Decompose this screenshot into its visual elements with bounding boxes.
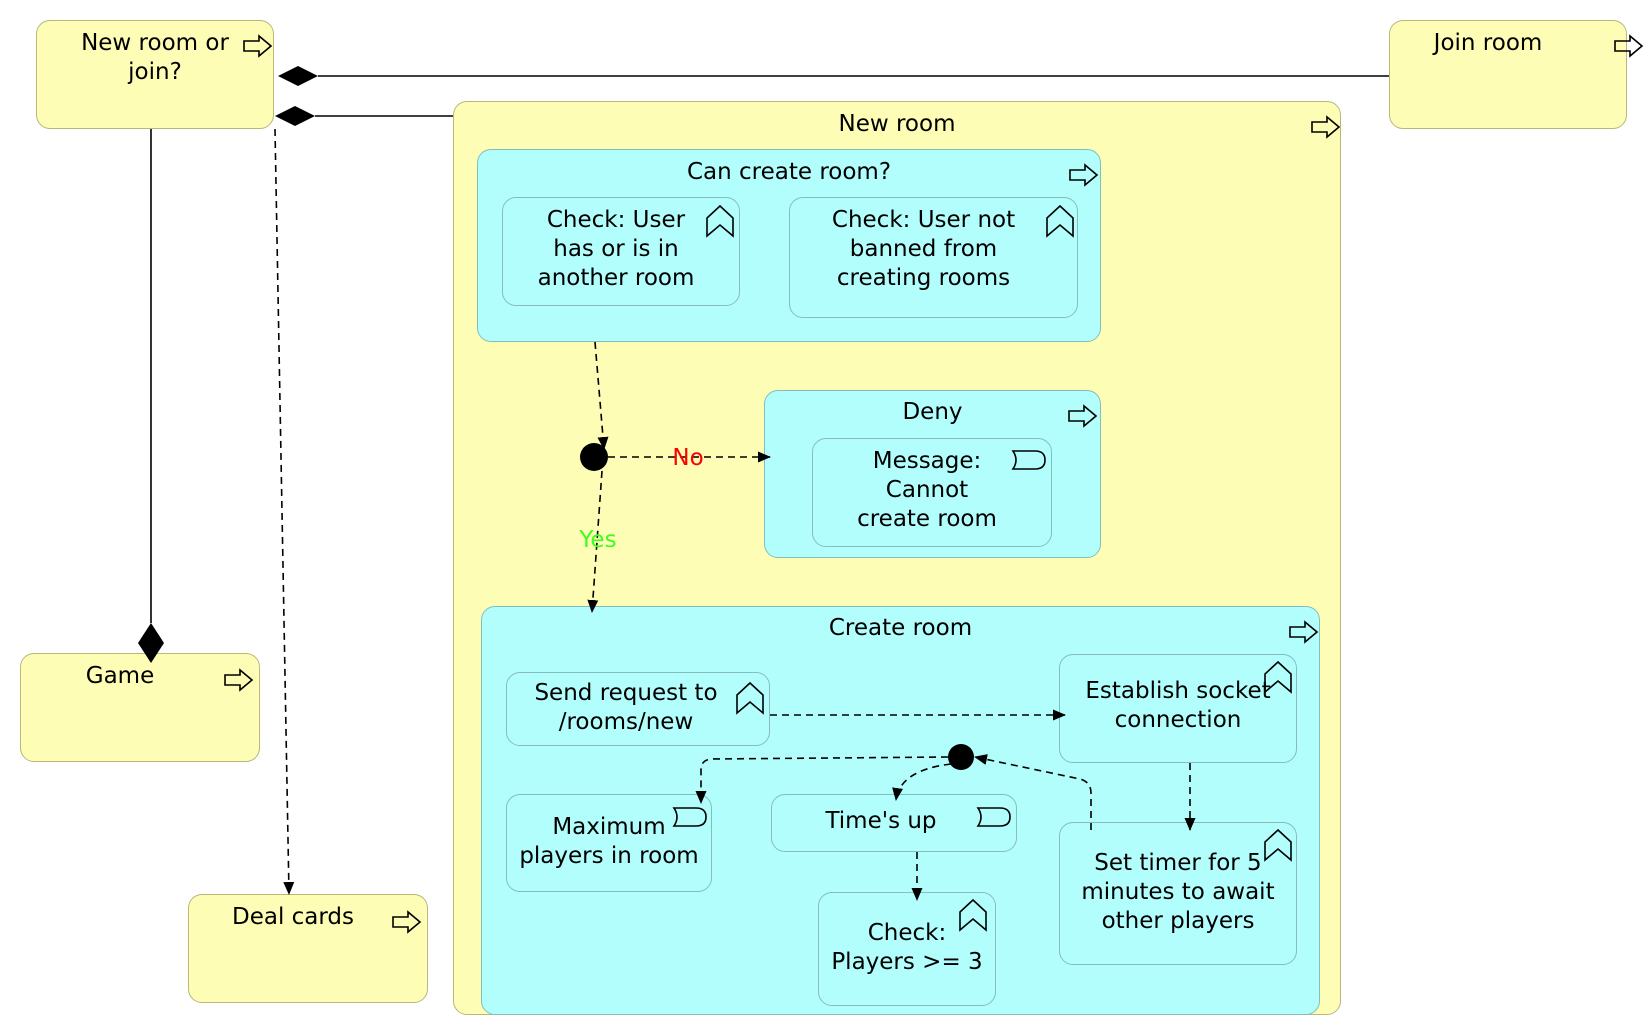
node-join-room[interactable]: Join room [1389, 20, 1627, 129]
node-label: Join room [1433, 30, 1543, 56]
node-label: Check: Players >= 3 [831, 920, 983, 975]
node-label: Check: User not banned from creating roo… [831, 207, 1016, 291]
node-game[interactable]: Game [20, 653, 260, 762]
node-label: Can create room? [686, 159, 892, 185]
node-message-cannot-create[interactable]: Message: Cannot create room [812, 438, 1052, 547]
node-set-timer[interactable]: Set timer for 5 minutes to await other p… [1059, 822, 1297, 965]
node-label: Check: User has or is in another room [537, 207, 695, 291]
node-label: New room or join? [81, 30, 229, 85]
node-label: Set timer for 5 minutes to await other p… [1081, 850, 1275, 934]
node-label: Deal cards [231, 904, 355, 930]
node-label: Send request to /rooms/new [534, 680, 718, 735]
node-check-players[interactable]: Check: Players >= 3 [818, 892, 996, 1006]
node-label: Deny [902, 399, 963, 425]
node-label: Maximum players in room [519, 814, 699, 869]
node-label: Time's up [825, 808, 937, 834]
node-deal-cards[interactable]: Deal cards [188, 894, 428, 1003]
node-label: New room [838, 111, 956, 137]
node-new-room-or-join[interactable]: New room or join? [36, 20, 274, 129]
node-label: Game [85, 663, 155, 689]
node-times-up[interactable]: Time's up [771, 794, 1017, 852]
node-send-request[interactable]: Send request to /rooms/new [506, 672, 770, 746]
node-label: Establish socket connection [1085, 678, 1271, 733]
node-label: Create room [828, 615, 973, 641]
node-label: Message: Cannot create room [857, 448, 997, 532]
node-check-user-banned[interactable]: Check: User not banned from creating roo… [789, 197, 1078, 318]
node-establish-socket[interactable]: Establish socket connection [1059, 654, 1297, 763]
node-maximum-players[interactable]: Maximum players in room [506, 794, 712, 892]
node-check-user-room[interactable]: Check: User has or is in another room [502, 197, 740, 306]
